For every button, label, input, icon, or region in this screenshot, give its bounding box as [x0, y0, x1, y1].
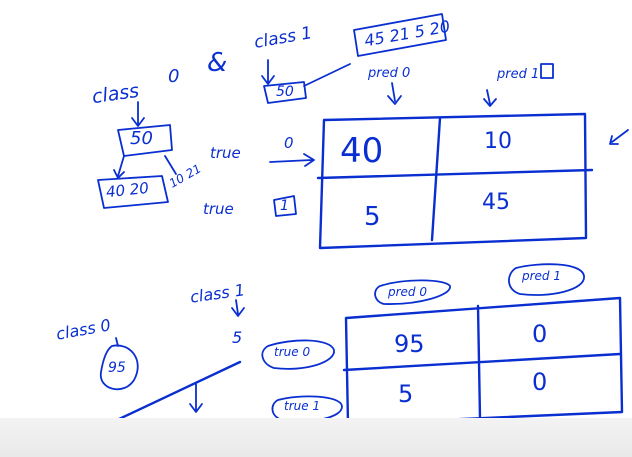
left-node-arrow — [131, 101, 145, 127]
right-branch-line — [164, 155, 177, 175]
bottom-matrix-cell-0-0: 95 — [394, 330, 425, 358]
class0-arrow — [115, 337, 119, 347]
bottom-matrix-outline — [344, 296, 624, 426]
bottom-matrix-hdivider — [342, 352, 622, 372]
pred1-box — [540, 63, 554, 79]
ampersand-header: & — [207, 48, 228, 78]
class1-arrow — [231, 299, 245, 317]
split-arrow — [189, 383, 203, 413]
top-matrix-outline — [318, 112, 588, 250]
class1-node-value: 50 — [276, 84, 294, 100]
top-matrix-cell-1-1: 45 — [482, 190, 510, 215]
top-matrix-vdivider — [430, 116, 442, 242]
left-node-value: 50 — [130, 128, 153, 149]
top-matrix-hdivider — [316, 168, 594, 180]
left-leaf-value: 40 20 — [105, 178, 150, 202]
bottom-true1-label: true 1 — [284, 399, 321, 413]
top-matrix-cell-1-0: 5 — [364, 202, 381, 232]
top-true0-value: 0 — [284, 134, 294, 152]
left-node-box — [117, 124, 173, 157]
bottom-matrix-cell-0-1: 0 — [532, 320, 548, 348]
side-arrow — [609, 129, 629, 145]
class0-header: 0 — [168, 66, 180, 87]
bottom-matrix-cell-1-0: 5 — [398, 380, 414, 408]
arrow-to-class-box — [261, 59, 275, 85]
top-matrix-cell-0-1: 10 — [484, 129, 512, 154]
bottom-pred1-label: pred 1 — [522, 269, 561, 283]
top-matrix-cell-0-0: 40 — [340, 131, 384, 171]
bottom-class0-value: 95 — [108, 360, 126, 376]
class1-node-box — [263, 81, 307, 104]
true0-circle-bottom — [261, 339, 335, 370]
pred1-circle-bottom — [508, 263, 585, 296]
bottom-true0-label: true 0 — [274, 345, 311, 359]
class0-circle — [100, 344, 139, 391]
pred0-circle-bottom — [374, 279, 451, 305]
arrow-true0 — [269, 153, 315, 167]
bottom-class1-value: 5 — [232, 328, 243, 347]
true1-box — [273, 195, 297, 217]
node-to-box-line — [303, 63, 351, 87]
bottom-gray-bar — [0, 418, 632, 457]
pred1-arrow — [483, 89, 497, 107]
top-true1-label: true — [203, 200, 234, 218]
left-branch-line — [113, 155, 125, 179]
bottom-pred0-label: pred 0 — [388, 285, 427, 299]
bottom-matrix-cell-1-1: 0 — [532, 368, 548, 396]
top-true0-label: true — [210, 144, 241, 162]
top-pred1-label: pred 1 — [497, 67, 540, 82]
split-line — [98, 360, 242, 430]
top-pred0-label: pred 0 — [368, 66, 411, 81]
bottom-matrix-vdivider — [476, 304, 482, 420]
pred0-underline — [387, 82, 402, 105]
top-true1-value: 1 — [280, 198, 289, 214]
left-leaf-box — [97, 175, 169, 209]
values-box — [353, 13, 447, 57]
